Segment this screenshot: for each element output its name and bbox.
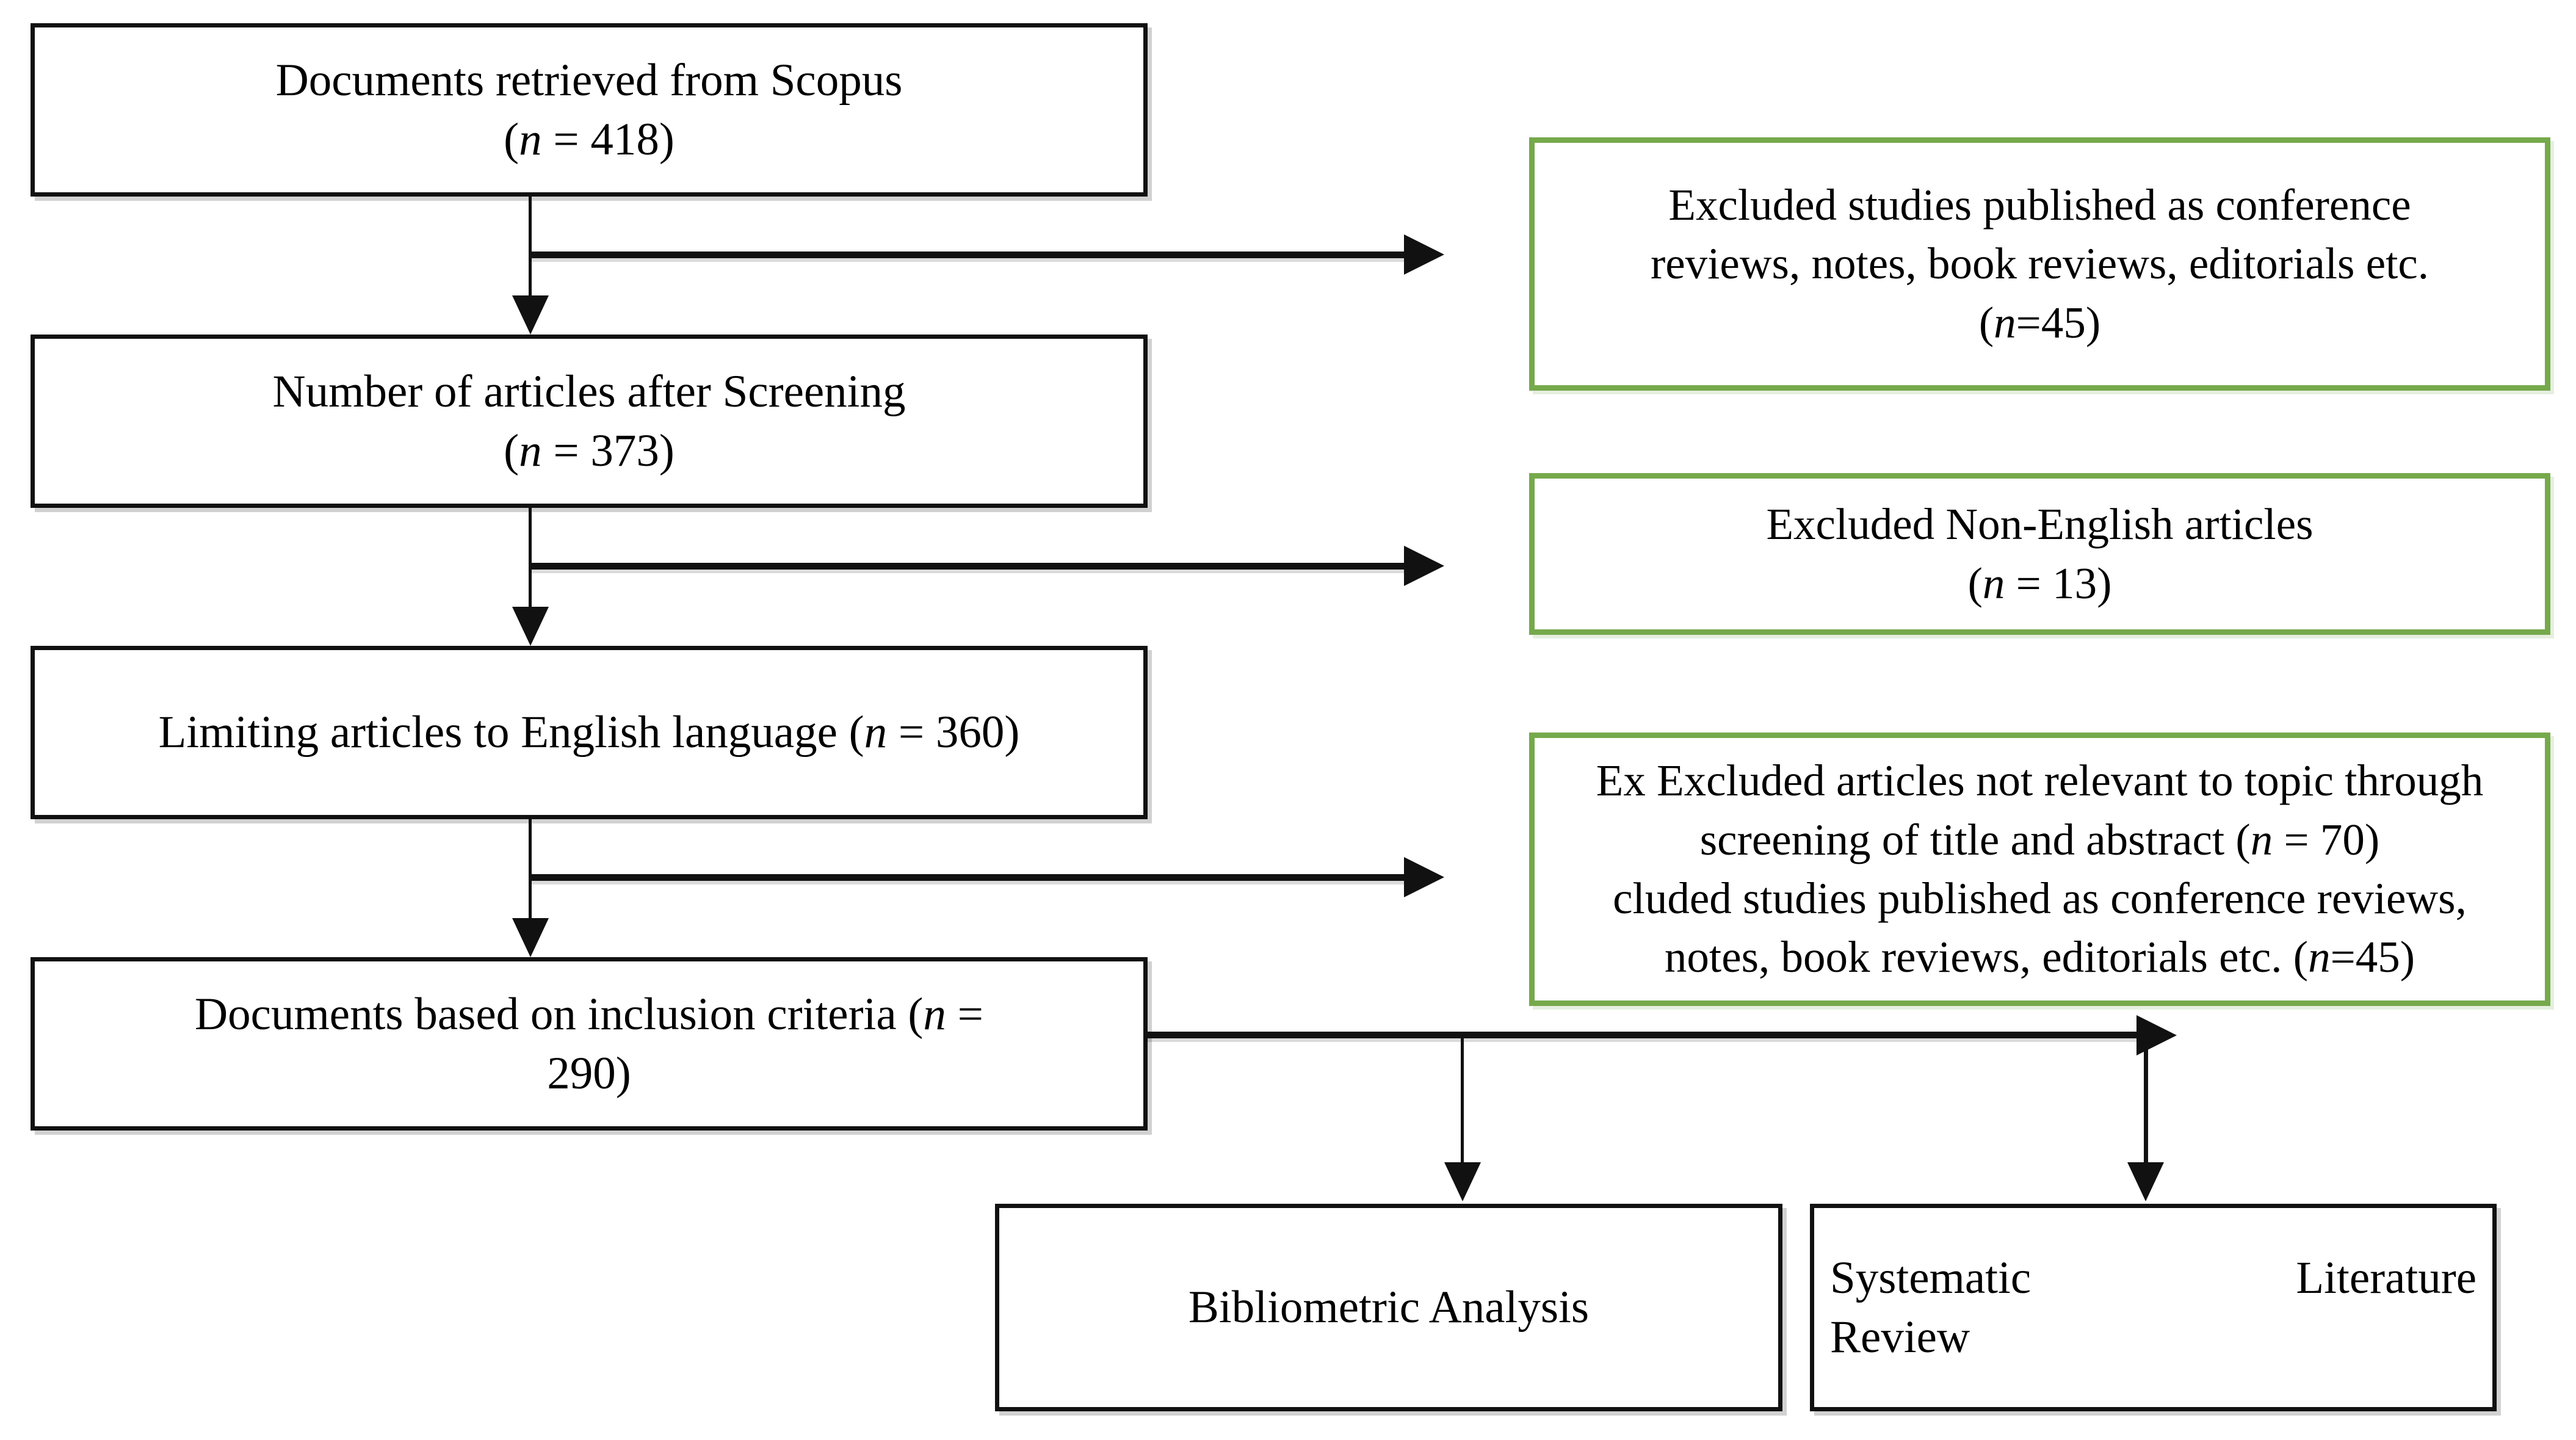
- outcome-box-bibliometric-analysis: Bibliometric Analysis: [995, 1204, 1782, 1411]
- connector-drop-to-bibliometric: [1461, 1032, 1464, 1167]
- exclusion-box-non-english: Excluded Non-English articles (n = 13): [1529, 473, 2550, 635]
- excluded-not-relevant-line-4: notes, book reviews, editorials etc. (n=…: [1664, 932, 2415, 982]
- flow-box-retrieved-text: Documents retrieved from Scopus (n = 418…: [260, 51, 919, 170]
- excluded-not-relevant-line-2: screening of title and abstract (n = 70): [1699, 814, 2380, 864]
- italic-n: n: [923, 988, 946, 1040]
- flow-box-english-language: Limiting articles to English language (n…: [31, 646, 1148, 819]
- exclusion-box-non-english-text: Excluded Non-English articles (n = 13): [1750, 495, 2329, 613]
- retrieved-line-2: (n = 418): [504, 114, 675, 165]
- slr-line-2: Review: [1830, 1312, 1970, 1362]
- excluded-doc-types-line-3: (n=45): [1978, 297, 2101, 347]
- italic-n: n: [519, 114, 542, 165]
- italic-n: n: [519, 425, 542, 476]
- arrowhead-down-to-inclusion: [512, 918, 549, 957]
- arrowhead-down-to-english: [512, 607, 549, 646]
- inclusion-criteria-line-1: Documents based on inclusion criteria (n…: [195, 988, 983, 1040]
- flow-box-after-screening-text: Number of articles after Screening (n = …: [256, 362, 921, 481]
- italic-n: n: [864, 707, 888, 758]
- arrowhead-right-to-excluded-not-relevant: [1404, 857, 1444, 897]
- exclusion-box-not-relevant-text: Ex Excluded articles not relevant to top…: [1580, 751, 2499, 986]
- slr-word-literature: Literature: [2296, 1252, 2477, 1303]
- slr-word-systematic: Systematic: [1830, 1252, 2031, 1303]
- arrowhead-down-to-systematic-review: [2127, 1162, 2164, 1201]
- connector-drop-to-systematic-review: [2144, 1032, 2148, 1167]
- flow-box-english-language-text: Limiting articles to English language (n…: [143, 703, 1036, 762]
- exclusion-box-not-relevant: Ex Excluded articles not relevant to top…: [1529, 733, 2550, 1006]
- inclusion-criteria-line-2: 290): [547, 1048, 631, 1099]
- outcome-box-systematic-literature-review-text: Systematic Literature Review: [1814, 1248, 2492, 1367]
- connector-branch-to-excluded-doc-types: [529, 251, 1408, 258]
- connector-branch-to-excluded-not-relevant: [529, 874, 1408, 881]
- excluded-non-english-line-1: Excluded Non-English articles: [1766, 499, 2314, 549]
- after-screening-line-2: (n = 373): [504, 425, 675, 476]
- excluded-not-relevant-line-1: Ex Excluded articles not relevant to top…: [1596, 756, 2484, 806]
- arrowhead-right-to-outcomes: [2136, 1015, 2177, 1055]
- excluded-doc-types-line-1: Excluded studies published as conference: [1668, 179, 2411, 230]
- arrowhead-down-to-screening: [512, 295, 549, 335]
- after-screening-line-1: Number of articles after Screening: [272, 366, 906, 417]
- connector-inclusion-to-outcomes: [1144, 1032, 2148, 1038]
- exclusion-box-doc-types: Excluded studies published as conference…: [1529, 137, 2550, 391]
- flow-box-after-screening: Number of articles after Screening (n = …: [31, 335, 1148, 508]
- italic-n: n: [2308, 932, 2331, 982]
- excluded-doc-types-line-2: reviews, notes, book reviews, editorials…: [1650, 239, 2429, 289]
- outcome-box-bibliometric-analysis-text: Bibliometric Analysis: [1188, 1282, 1590, 1333]
- arrowhead-right-to-excluded-doc-types: [1404, 234, 1444, 275]
- excluded-not-relevant-line-3: cluded studies published as conference r…: [1613, 874, 2467, 923]
- outcome-box-systematic-literature-review: Systematic Literature Review: [1810, 1204, 2497, 1411]
- italic-n: n: [1994, 297, 2016, 347]
- flow-box-retrieved: Documents retrieved from Scopus (n = 418…: [31, 23, 1148, 197]
- exclusion-box-doc-types-text: Excluded studies published as conference…: [1635, 176, 2445, 352]
- excluded-non-english-line-2: (n = 13): [1967, 558, 2112, 608]
- arrowhead-down-to-bibliometric: [1444, 1162, 1481, 1201]
- english-language-line-1: Limiting articles to English language (n…: [158, 707, 1020, 758]
- italic-n: n: [2250, 814, 2273, 864]
- connector-branch-to-excluded-non-english: [529, 563, 1408, 570]
- flow-box-inclusion-criteria-text: Documents based on inclusion criteria (n…: [179, 985, 999, 1104]
- arrowhead-right-to-excluded-non-english: [1404, 546, 1444, 586]
- retrieved-line-1: Documents retrieved from Scopus: [275, 54, 903, 106]
- flow-box-inclusion-criteria: Documents based on inclusion criteria (n…: [31, 957, 1148, 1131]
- italic-n: n: [1982, 558, 2005, 608]
- slr-line-1: Systematic Literature: [1830, 1248, 2477, 1308]
